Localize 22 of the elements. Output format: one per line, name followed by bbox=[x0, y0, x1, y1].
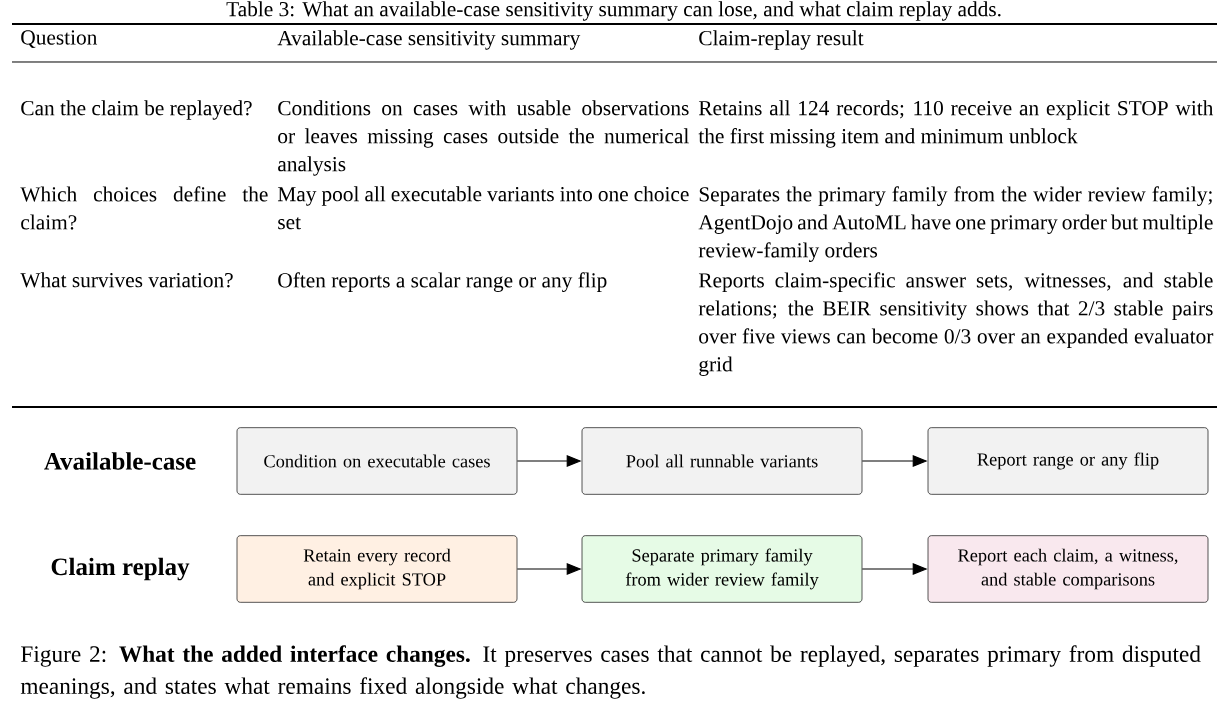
process-box: Retain every record and explicit STOP bbox=[236, 535, 518, 603]
column-header: Claim-replay result bbox=[699, 30, 864, 50]
table-cell: Retains all 124 records; 110 receive an explicit STOP with the first missing item and minimum unblock bbox=[698, 100, 1214, 148]
table-cell: Reports claim-specific answer sets, witnesses, and stable relations; the BEIR sensitivity shows that 2/3 stable pairs over five views can become 0/3 over an expanded evaluator grid bbox=[698, 272, 1214, 376]
figure-caption: Figure 2: What the added interface changes. It preserves cases that cannot be replayed, separates primary from disputed meanings, and states what remains fixed alongside what changes. bbox=[20, 645, 1201, 699]
table-cell: Conditions on cases with usable observations or leaves missing cases outside the numerical analysis bbox=[278, 100, 689, 176]
table-cell: Often reports a scalar range or any flip bbox=[278, 272, 607, 292]
column-header: Available-case sensitivity summary bbox=[277, 30, 581, 50]
table-title: Table 3: What an available-case sensitivity summary can lose, and what claim replay adds. bbox=[226, 1, 1001, 21]
table-cell: Can the claim be replayed? bbox=[21, 100, 252, 120]
process-box: Pool all runnable variants bbox=[581, 427, 863, 495]
process-box: Separate primary family from wider review family bbox=[581, 535, 863, 603]
table-cell: May pool all executable variants into one choice set bbox=[277, 186, 689, 230]
table-cell: Separates the primary family from the wider review family; AgentDojo and AutoML have one primary order but multiple review-family orders bbox=[698, 186, 1213, 262]
row-label: Claim replay bbox=[51, 557, 190, 581]
column-header: Question bbox=[21, 30, 98, 48]
table-cell: What survives variation? bbox=[20, 272, 233, 288]
process-box: Report range or any flip bbox=[927, 427, 1209, 495]
row-label: Available-case bbox=[44, 452, 196, 470]
process-box: Condition on executable cases bbox=[236, 427, 518, 495]
process-box: Report each claim, a witness, and stable comparisons bbox=[927, 535, 1209, 603]
table-cell: Which choices define the claim? bbox=[20, 186, 268, 230]
